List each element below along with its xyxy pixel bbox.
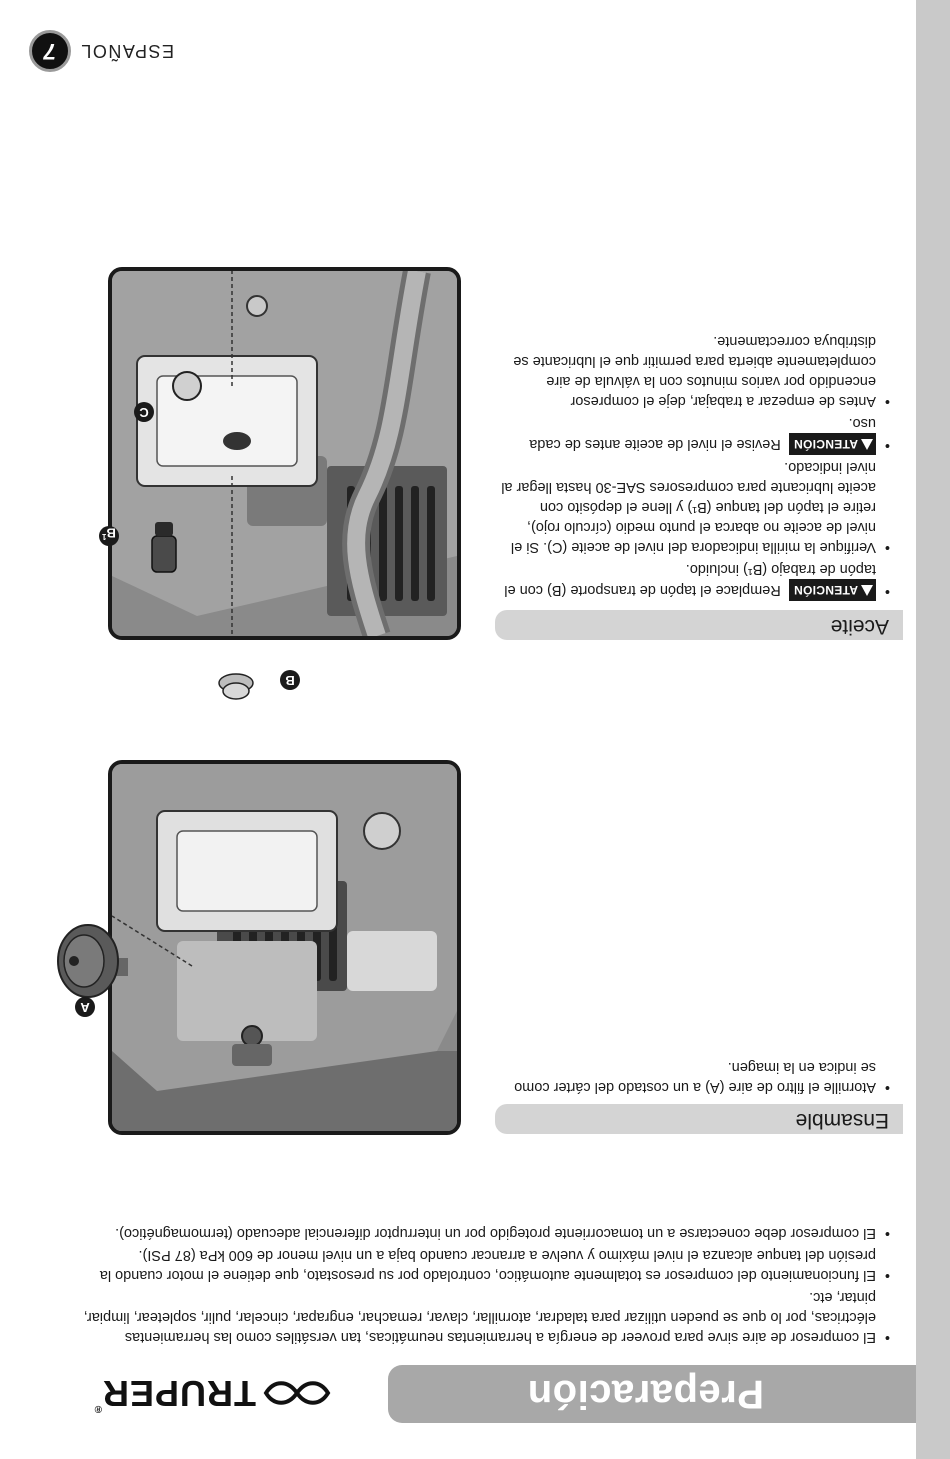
intro-section: El compresor de aire sirve para proveer … — [70, 1221, 890, 1347]
warning-triangle-icon — [861, 585, 873, 596]
air-filter-part — [50, 916, 134, 1006]
aceite-body: ATENCIÓN Remplace el tapón de transporte… — [500, 329, 890, 601]
callout-b1: B1 — [99, 526, 119, 546]
air-filter-icon — [57, 924, 128, 998]
page-number-badge: 7 — [29, 30, 71, 72]
warning-triangle-icon — [861, 439, 873, 450]
header-bar: Preparación — [388, 1365, 916, 1423]
ensamble-title: Ensamble — [795, 1109, 889, 1132]
aceite-item: ATENCIÓN Remplace el tapón de transporte… — [500, 559, 890, 601]
transport-plug-part — [216, 671, 256, 705]
aceite-heading-bar: Aceite — [495, 610, 903, 640]
intro-item: El compresor debe conectarse a un tomaco… — [70, 1223, 890, 1243]
ensamble-figure — [108, 760, 461, 1135]
ensamble-heading-bar: Ensamble — [495, 1104, 903, 1134]
aceite-item: ATENCIÓN Revise el nivel de aceite antes… — [500, 413, 890, 455]
plug-b-icon — [218, 673, 254, 700]
brand: TRUPER® — [93, 1373, 334, 1414]
compressor-oil-illustration — [112, 271, 457, 636]
footer-language: ESPAÑOL — [79, 41, 174, 61]
brand-name: TRUPER® — [93, 1373, 256, 1414]
ensamble-body: Atornille el filtro de aire (A) a un cos… — [500, 1055, 890, 1097]
plug-b1-icon — [151, 522, 177, 573]
callout-c: C — [134, 402, 154, 422]
truper-logo-icon — [263, 1381, 331, 1405]
ensamble-item: Atornille el filtro de aire (A) a un cos… — [500, 1057, 890, 1097]
aceite-figure — [108, 267, 461, 640]
page-title: Preparación — [527, 1372, 764, 1417]
intro-item: El compresor de aire sirve para proveer … — [70, 1287, 890, 1347]
aceite-item: Verifique la mirilla indicadora del nive… — [500, 457, 890, 557]
warning-badge: ATENCIÓN — [788, 579, 876, 601]
aceite-title: Aceite — [830, 615, 889, 638]
aceite-item: Antes de empezar a trabajar, deje el com… — [500, 331, 890, 411]
side-margin-strip — [916, 0, 950, 1459]
compressor-assembly-illustration — [112, 764, 457, 1131]
intro-item: El funcionamiento del compresor es total… — [70, 1245, 890, 1285]
warning-badge: ATENCIÓN — [788, 433, 876, 455]
work-plug-part — [146, 516, 182, 576]
callout-a: A — [75, 997, 95, 1017]
callout-b: B — [280, 670, 300, 690]
